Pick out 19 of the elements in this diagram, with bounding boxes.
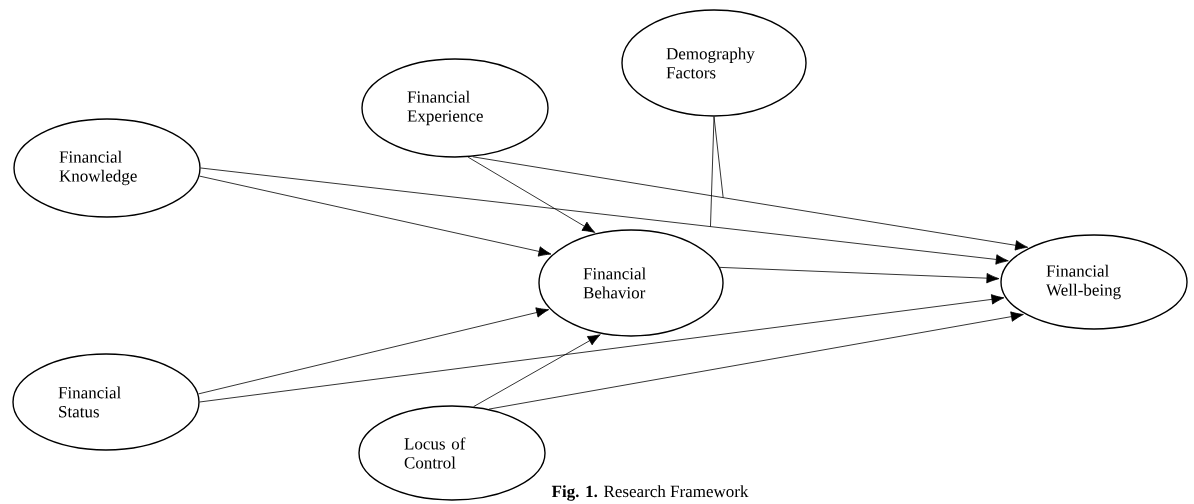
- arrow: [198, 307, 550, 395]
- ellipse-node: Locus of Control: [358, 405, 546, 501]
- arrow: [488, 311, 1024, 410]
- ellipse-node: Financial Behavior: [538, 229, 724, 337]
- arrow: [472, 156, 1029, 251]
- arrow: [199, 294, 1005, 403]
- ellipse-node: Demography Factors: [621, 9, 807, 117]
- ellipse-node: Financial Status: [12, 353, 200, 451]
- arrow: [719, 266, 1000, 284]
- arrow: [200, 167, 1009, 265]
- arrow: [199, 175, 552, 257]
- arrow: [473, 334, 601, 407]
- ellipse-node: Financial Experience: [361, 58, 549, 158]
- caption: Fig. 1. Research Framework: [551, 485, 749, 501]
- ellipse-node: Financial Knowledge: [13, 118, 201, 218]
- connector-line: [713, 116, 724, 199]
- connector-line: [710, 116, 715, 227]
- ellipse-node: Financial Well-being: [1000, 234, 1188, 330]
- arrow: [467, 156, 596, 233]
